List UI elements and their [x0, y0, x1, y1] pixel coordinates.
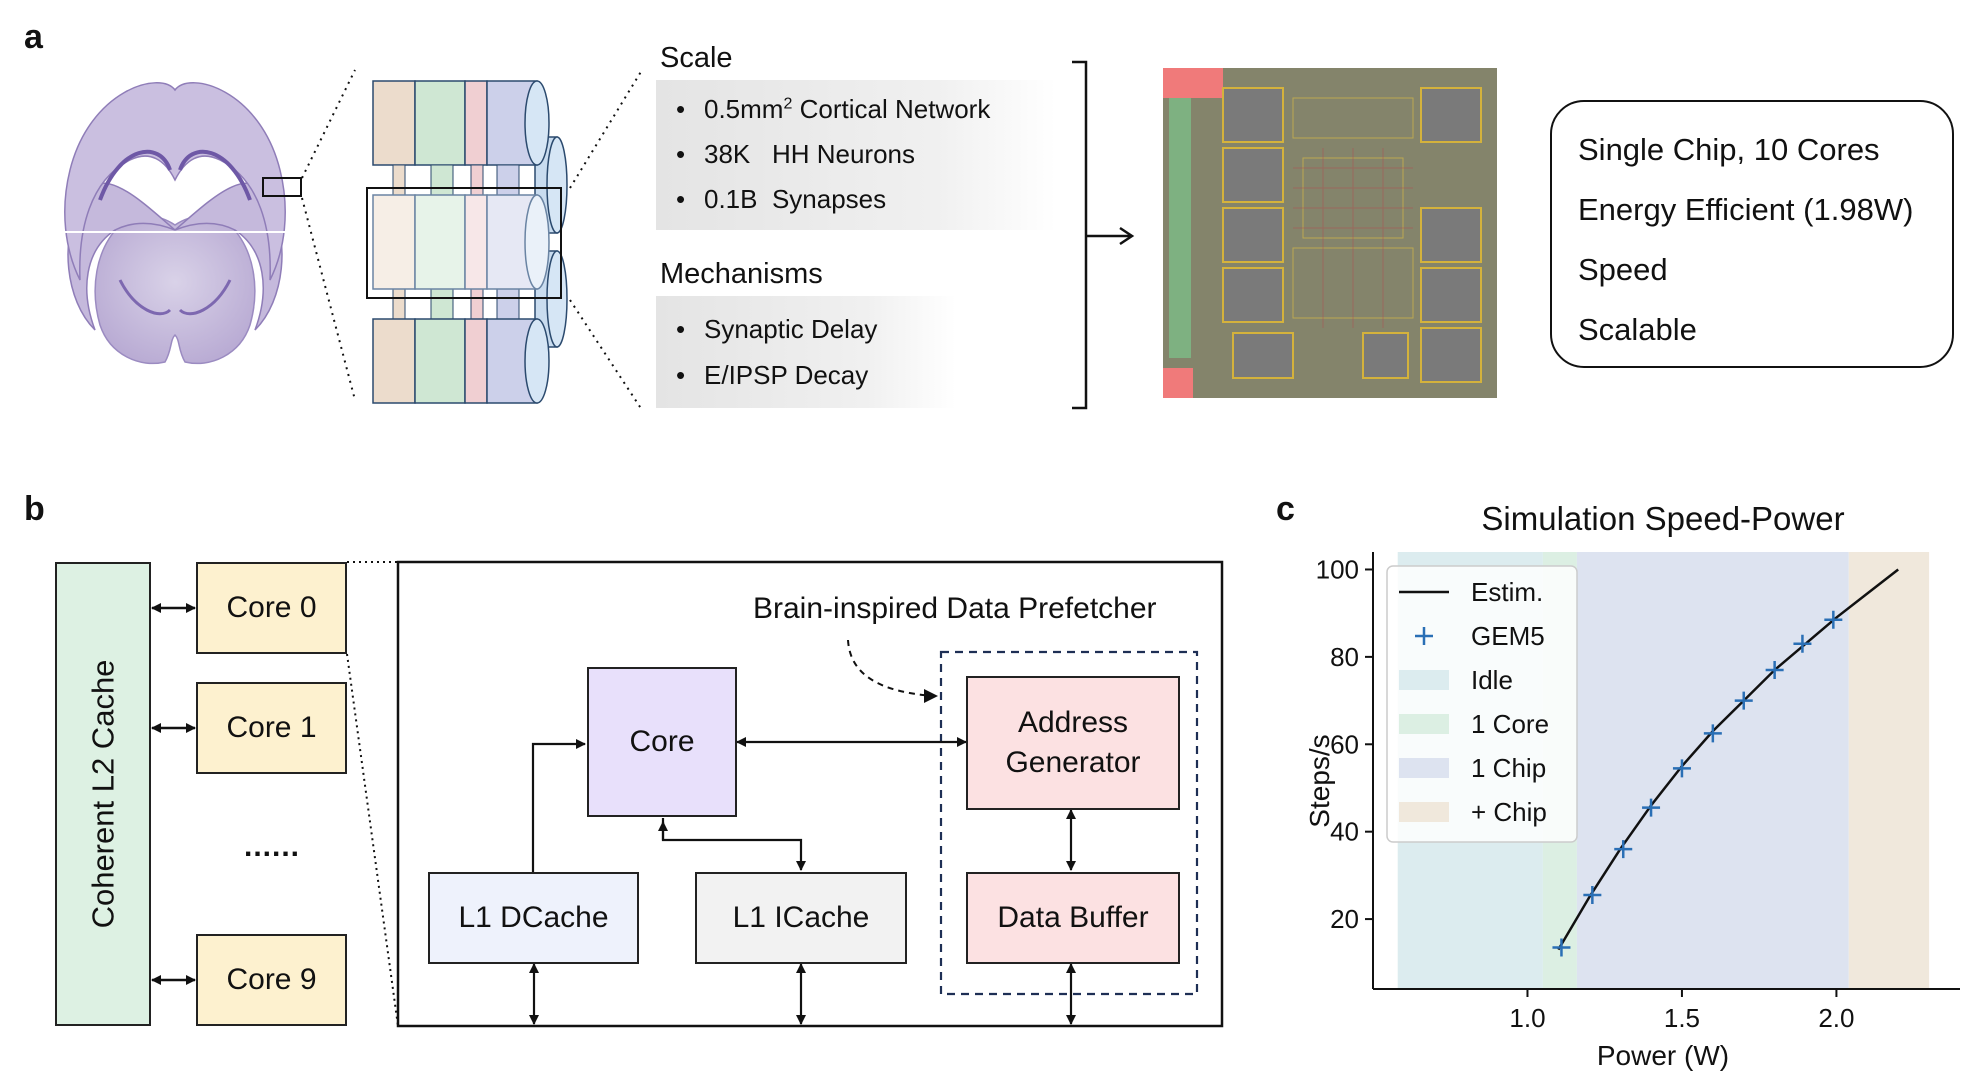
panel-b-letter: b — [24, 490, 45, 528]
legend-region-key — [1399, 714, 1449, 734]
y-tick-label: 80 — [1330, 642, 1359, 672]
legend-label: 1 Core — [1471, 709, 1549, 739]
chart-title: Simulation Speed-Power — [1481, 500, 1845, 537]
core-9-box: Core 9 — [196, 934, 347, 1026]
legend-label: + Chip — [1471, 797, 1547, 827]
gem5-point — [1703, 724, 1722, 743]
region-1-chip — [1576, 552, 1849, 989]
legend-label: 1 Chip — [1471, 753, 1546, 783]
mechanism-item-delay: •Synaptic Delay — [676, 314, 878, 344]
cortical-column-image — [366, 80, 568, 404]
gem5-point — [1672, 759, 1691, 778]
y-tick-label: 20 — [1330, 904, 1359, 934]
gem5-point — [1765, 660, 1784, 679]
x-tick-label: 1.5 — [1664, 1003, 1700, 1033]
zoom-lines-right — [569, 69, 643, 411]
mechanism-item-decay: •E/IPSP Decay — [676, 360, 869, 390]
summary-cores: Single Chip, 10 Cores — [1578, 132, 1880, 167]
core-1-box: Core 1 — [196, 682, 347, 774]
summary-scalable: Scalable — [1578, 312, 1697, 347]
data-buffer-box: Data Buffer — [966, 872, 1180, 964]
prefetcher-label: Brain-inspired Data Prefetcher — [753, 592, 1157, 625]
legend-region-key — [1399, 802, 1449, 822]
legend-label: GEM5 — [1471, 621, 1545, 651]
brain-slice-image — [64, 82, 302, 365]
y-tick-label: 100 — [1316, 554, 1359, 584]
x-tick-label: 1.0 — [1509, 1003, 1545, 1033]
y-tick-label: 60 — [1330, 729, 1359, 759]
legend-region-key — [1399, 758, 1449, 778]
panel-b-arrows — [151, 560, 1224, 1028]
chip-layout-image — [1163, 68, 1497, 398]
scale-list: •0.5mm2 Cortical Network •38K HH Neurons… — [656, 80, 1056, 230]
mechanisms-title: Mechanisms — [660, 258, 823, 290]
x-tick-label: 2.0 — [1818, 1003, 1854, 1033]
l2-cache-box: Coherent L2 Cache — [55, 562, 151, 1026]
summary-energy: Energy Efficient (1.98W) — [1578, 192, 1914, 227]
address-generator-box: Address Generator — [966, 676, 1180, 810]
chart-xlabel: Power (W) — [1596, 1040, 1730, 1071]
gem5-point — [1793, 634, 1812, 653]
legend-label: Estim. — [1471, 577, 1543, 607]
legend-gem5-key — [1415, 627, 1433, 645]
gem5-point — [1552, 938, 1571, 957]
gem5-point — [1614, 840, 1633, 859]
summary-box: Single Chip, 10 Cores Energy Efficient (… — [1550, 100, 1954, 368]
scale-item-neurons: •38K HH Neurons — [676, 139, 915, 169]
core-0-box: Core 0 — [196, 562, 347, 654]
scale-item-synapses: •0.1B Synapses — [676, 184, 887, 214]
l1-dcache-box: L1 DCache — [428, 872, 639, 964]
address-generator-line1: Address — [1017, 706, 1129, 739]
legend-region-key — [1399, 670, 1449, 690]
core-box: Core — [587, 667, 737, 817]
gem5-point — [1734, 691, 1753, 710]
mechanisms-list: •Synaptic Delay •E/IPSP Decay — [656, 296, 956, 408]
gem5-point — [1583, 886, 1602, 905]
scale-item-area: •0.5mm2 Cortical Network — [676, 94, 991, 124]
scale-title: Scale — [660, 42, 733, 74]
gem5-point — [1824, 610, 1843, 629]
legend-label: Idle — [1471, 665, 1513, 695]
panel-a-letter: a — [24, 18, 43, 56]
summary-speed: Speed — [1578, 252, 1668, 287]
cores-ellipsis: ...... — [243, 830, 300, 863]
address-generator-line2: Generator — [1005, 746, 1141, 779]
panel-c-letter: c — [1276, 490, 1295, 528]
bracket-arrow — [1072, 60, 1135, 410]
l1-icache-box: L1 ICache — [695, 872, 907, 964]
region-chip — [1848, 552, 1930, 989]
gem5-point — [1642, 798, 1661, 817]
y-tick-label: 40 — [1330, 817, 1359, 847]
estim-line — [1557, 568, 1899, 951]
